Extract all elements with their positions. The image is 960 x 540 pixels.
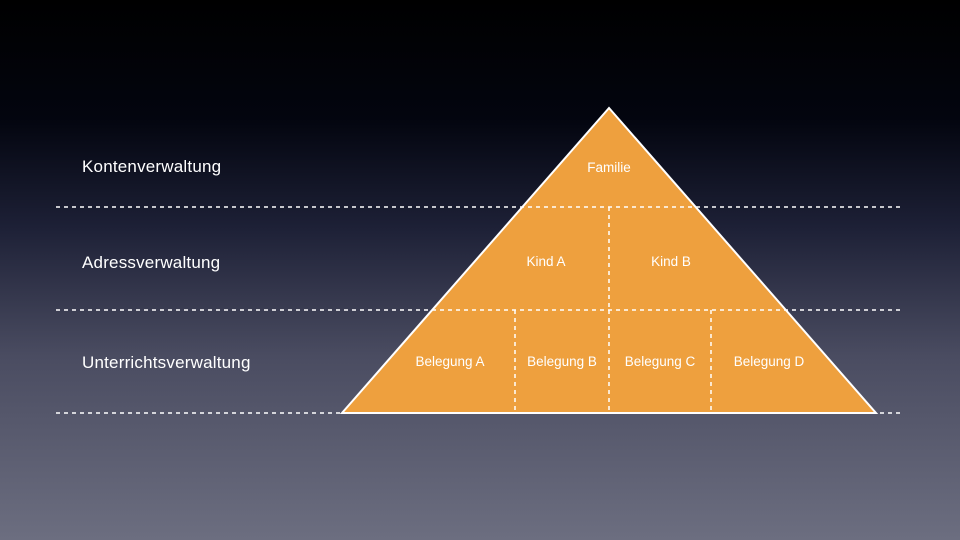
cell-belegung-b: Belegung B bbox=[527, 354, 597, 369]
level-label-unterrichtsverwaltung: Unterrichtsverwaltung bbox=[82, 353, 251, 372]
cell-belegung-c: Belegung C bbox=[625, 354, 696, 369]
cell-belegung-d: Belegung D bbox=[734, 354, 805, 369]
cell-kind-a: Kind A bbox=[526, 254, 565, 269]
level-label-kontenverwaltung: Kontenverwaltung bbox=[82, 157, 222, 176]
cell-familie: Familie bbox=[587, 160, 631, 175]
cell-kind-b: Kind B bbox=[651, 254, 691, 269]
level-label-adressverwaltung: Adressverwaltung bbox=[82, 253, 221, 272]
cell-belegung-a: Belegung A bbox=[415, 354, 484, 369]
